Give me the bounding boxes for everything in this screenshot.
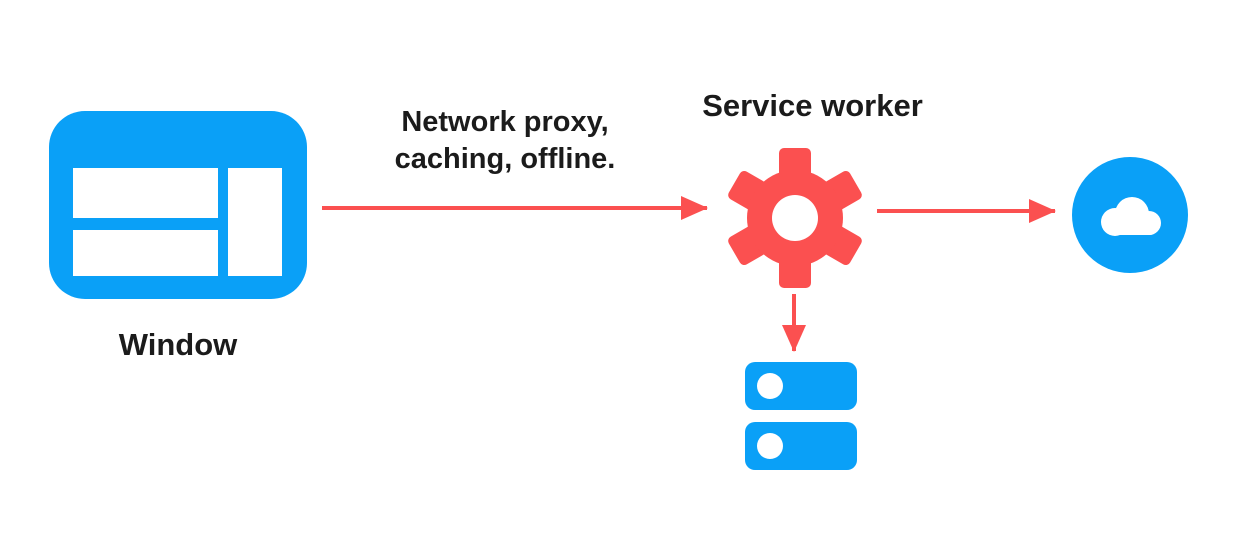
service-worker-label: Service worker bbox=[702, 88, 923, 123]
storage-dot bbox=[757, 373, 783, 399]
window-sidebar-bar bbox=[228, 168, 282, 276]
window-content-bar-top bbox=[73, 168, 218, 218]
browser-window-icon bbox=[49, 111, 307, 299]
storage-stack-icon bbox=[745, 422, 857, 470]
window-label: Window bbox=[118, 327, 238, 362]
edge-annotation: Network proxy, caching, offline. bbox=[345, 104, 665, 178]
cloud-glyph bbox=[1101, 197, 1161, 236]
edge-annotation-line2: caching, offline. bbox=[394, 143, 616, 175]
storage-stack-icon bbox=[745, 362, 857, 410]
window-content-bar-bottom bbox=[73, 230, 218, 276]
gear-icon bbox=[728, 148, 862, 288]
edge-annotation-line1: Network proxy, bbox=[401, 106, 609, 138]
storage-dot bbox=[757, 433, 783, 459]
cloud-icon bbox=[1072, 157, 1188, 273]
